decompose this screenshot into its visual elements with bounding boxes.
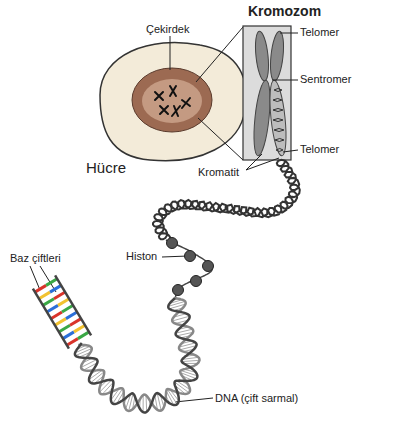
- base-pair: [35, 285, 46, 292]
- nucleus-inner: [142, 79, 202, 123]
- base-pair: [46, 279, 57, 286]
- base-pair: [50, 285, 61, 292]
- chromatid-arm: [253, 31, 270, 82]
- small-chromosome: [155, 92, 163, 100]
- coil-pattern: [273, 89, 284, 152]
- base-pair: [39, 292, 50, 299]
- coiled-texture: [273, 89, 284, 152]
- base-pair: [59, 325, 70, 332]
- helix-strand: [78, 298, 199, 411]
- helix-strand: [75, 298, 197, 413]
- small-chromosome: [182, 98, 190, 108]
- part-label: Hücre: [86, 160, 126, 177]
- base-pair: [54, 292, 65, 299]
- base-pair: [58, 299, 69, 306]
- base-pair: [43, 299, 54, 306]
- leader-line: [246, 154, 279, 170]
- part-label: Sentromer: [300, 73, 351, 85]
- base-pair: [51, 312, 62, 319]
- base-pair: [70, 319, 81, 326]
- leader-line: [170, 36, 171, 70]
- ladder-rail: [33, 289, 69, 349]
- nucleosome: [167, 238, 178, 249]
- part-label: Telomer: [300, 143, 339, 155]
- part-label: Histon: [126, 250, 157, 262]
- nucleosome: [203, 261, 214, 272]
- small-chromosome: [170, 86, 176, 96]
- ladder-rail: [55, 275, 91, 335]
- base-pair: [55, 319, 66, 326]
- base-pair: [62, 305, 73, 312]
- part-label: Baz çiftleri: [10, 252, 61, 264]
- small-chromosomes: [155, 86, 190, 116]
- chromosome-inset: [243, 26, 291, 160]
- zoom-line: [196, 27, 243, 160]
- generated-art: [33, 160, 300, 413]
- leader-line: [272, 80, 298, 81]
- base-pair: [47, 305, 58, 312]
- chromosome: [251, 31, 289, 157]
- part-label: Kromatit: [198, 166, 239, 178]
- base-pair: [74, 325, 85, 332]
- small-chromosome: [172, 106, 180, 116]
- small-chromosome: [160, 106, 168, 114]
- leader-line: [283, 150, 298, 152]
- part-label: Telomer: [300, 26, 339, 38]
- nucleosome: [173, 285, 184, 296]
- chromatid-arm: [268, 31, 285, 82]
- base-pair: [67, 339, 78, 346]
- part-label: DNA (çift sarmal): [215, 392, 298, 404]
- leader-line: [280, 33, 298, 34]
- leader-line: [175, 398, 213, 402]
- base-pair: [63, 332, 74, 339]
- chromatid-arm: [267, 79, 289, 156]
- chromatid-arm: [251, 79, 273, 156]
- chromatin-fiber: [153, 160, 300, 243]
- part-label: Çekirdek: [146, 23, 189, 35]
- nucleosome: [191, 276, 202, 287]
- part-label: Kromozom: [248, 4, 321, 19]
- nucleosome: [185, 251, 196, 262]
- base-pair: [66, 312, 77, 319]
- base-pair: [78, 332, 89, 339]
- helix-rung: [143, 395, 144, 412]
- helix-rung: [182, 360, 200, 361]
